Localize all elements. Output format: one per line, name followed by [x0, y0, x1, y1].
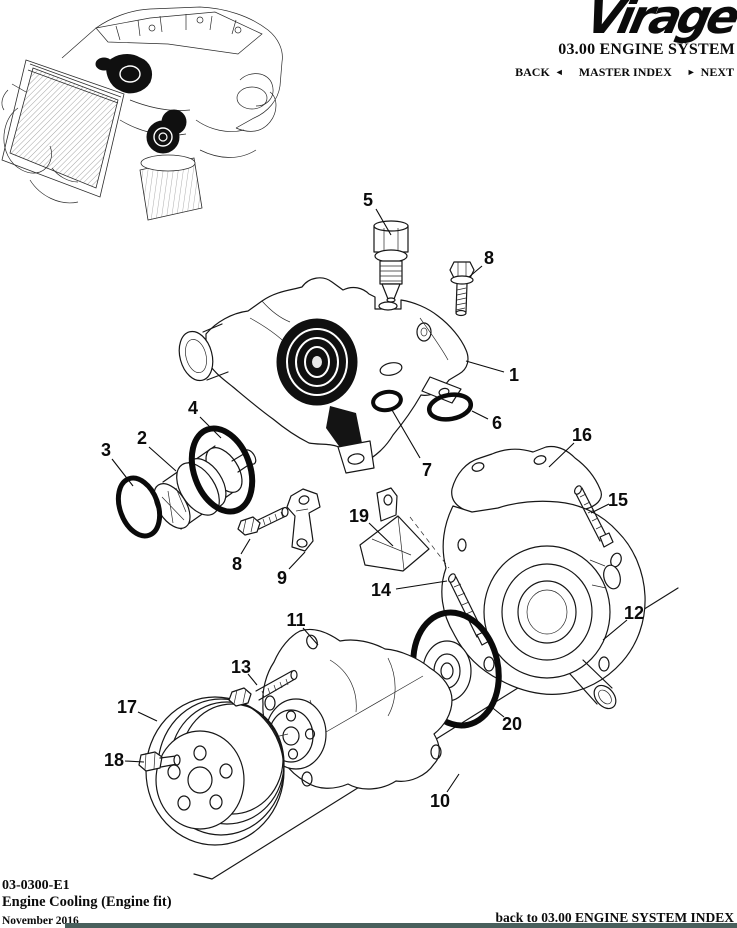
o-ring-6 — [426, 392, 474, 422]
callout-leader-8 — [468, 265, 483, 278]
water-pump-body — [162, 628, 453, 790]
callout-leader-18 — [124, 760, 145, 763]
callout-19: 19 — [349, 506, 369, 526]
bolt-18 — [138, 751, 181, 772]
footer-left: 03-0300-E1 Engine Cooling (Engine fit) N… — [2, 877, 172, 928]
footer-accent-bar — [65, 923, 737, 928]
callout-leader-16 — [548, 442, 575, 468]
air-filter — [139, 154, 203, 221]
virage-logo: Virage — [581, 0, 737, 45]
radiator — [1, 59, 125, 198]
callout-2: 2 — [137, 428, 147, 448]
nav-next-link[interactable]: ► NEXT — [687, 65, 734, 80]
section-title: 03.00 ENGINE SYSTEM — [558, 41, 735, 58]
callout-leader-19 — [368, 522, 394, 547]
callout-leader-13 — [247, 673, 258, 686]
callout-7: 7 — [422, 460, 432, 480]
callout-leader-5 — [375, 208, 392, 236]
bolt-8a — [449, 261, 475, 317]
nav-master-index-label: MASTER INDEX — [578, 65, 672, 79]
nav-master-index-link[interactable]: MASTER INDEX — [579, 65, 672, 80]
callout-leader-8 — [240, 538, 251, 555]
thermostat-housing — [178, 277, 469, 474]
callout-14: 14 — [371, 580, 391, 600]
callout-10: 10 — [430, 791, 450, 811]
thermostat-highlight — [95, 54, 153, 94]
callout-13: 13 — [231, 657, 251, 677]
housing-recess — [326, 406, 362, 449]
callout-6: 6 — [492, 413, 502, 433]
bolt-13 — [228, 669, 298, 707]
callout-17: 17 — [117, 697, 137, 717]
nav-back-link[interactable]: BACK ◄ — [515, 65, 564, 80]
pulley — [145, 696, 285, 846]
bracket-9 — [286, 488, 321, 552]
callout-18: 18 — [104, 750, 124, 770]
callout-5: 5 — [363, 190, 373, 210]
callout-leader-7 — [391, 409, 421, 459]
callout-leader-4 — [199, 416, 222, 439]
engine-overview-illustration — [1, 6, 283, 221]
next-arrow-icon: ► — [686, 67, 696, 77]
callout-11: 11 — [286, 610, 305, 630]
nav-next-label: NEXT — [700, 65, 734, 79]
temperature-sensor — [373, 220, 409, 303]
callout-leader-9 — [288, 551, 306, 570]
callout-20: 20 — [502, 714, 522, 734]
doc-code: 03-0300-E1 — [2, 878, 70, 893]
back-arrow-icon: ◄ — [554, 67, 564, 77]
callout-leader-20 — [488, 704, 505, 718]
callout-9: 9 — [277, 568, 287, 588]
callout-1: 1 — [509, 365, 519, 385]
doc-title: Engine Cooling (Engine fit) — [2, 894, 172, 911]
callout-leader-2 — [148, 446, 177, 472]
callout-leader-12 — [602, 619, 628, 641]
header-nav: BACK ◄ MASTER INDEX ► NEXT — [515, 65, 734, 80]
callout-leader-14 — [395, 580, 448, 590]
callout-16: 16 — [572, 425, 592, 445]
callout-4: 4 — [188, 398, 198, 418]
callout-leader-15 — [590, 503, 610, 514]
bolt-8b — [237, 506, 289, 536]
nav-back-label: BACK — [515, 65, 550, 79]
callout-leader-3 — [111, 458, 134, 487]
screw-axis-dashed-line — [409, 516, 450, 569]
pump-rear-housing — [441, 445, 646, 710]
callout-12: 12 — [624, 603, 644, 623]
callout-8: 8 — [484, 248, 494, 268]
o-ring-3 — [115, 475, 163, 539]
callout-leader-10 — [446, 773, 460, 793]
o-ring-4 — [188, 425, 256, 515]
bracket-19 — [359, 487, 430, 572]
callout-leader-17 — [137, 711, 158, 722]
callout-leader-1 — [465, 360, 505, 373]
callout-3: 3 — [101, 440, 111, 460]
housing-cap — [276, 318, 358, 406]
back-to-index-link[interactable]: back to 03.00 ENGINE SYSTEM INDEX — [495, 910, 734, 925]
callout-leader-11 — [302, 627, 319, 646]
water-pump-highlight — [146, 109, 187, 154]
stud-bolt-15 — [573, 485, 614, 548]
callout-15: 15 — [608, 490, 628, 510]
callout-leader-6 — [471, 410, 489, 420]
callout-8: 8 — [232, 554, 242, 574]
o-ring-7 — [371, 389, 403, 413]
doc-date: November 2016 — [2, 914, 79, 927]
